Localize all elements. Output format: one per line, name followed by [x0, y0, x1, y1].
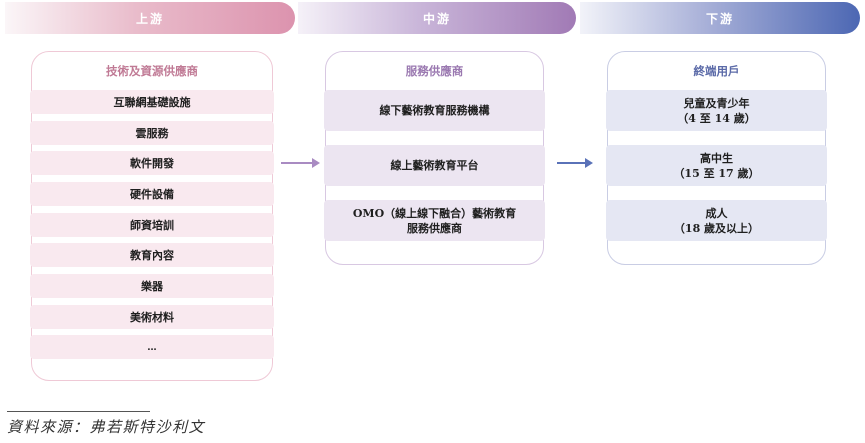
- item-line1: 兒童及青少年: [683, 96, 750, 110]
- list-item: 雲服務: [30, 121, 274, 145]
- arrow-right-icon: [557, 158, 593, 168]
- item-line1: 高中生: [700, 151, 733, 165]
- item-line1: 線下藝術教育服務機構: [379, 104, 490, 117]
- stage-label: 中游: [422, 11, 451, 26]
- item-line2: （4 至 14 歲）: [677, 111, 756, 125]
- stage-header-midstream: 中游: [298, 2, 581, 34]
- list-item: 高中生 （15 至 17 歲）: [606, 145, 827, 186]
- list-item-more: ...: [30, 335, 274, 359]
- item-line2: （18 歲及以上）: [673, 221, 760, 235]
- item-line1: 成人: [705, 206, 728, 220]
- upstream-panel: 技術及資源供應商 互聯網基礎設施 雲服務 軟件開發 硬件設備 師資培訓 教育內容…: [30, 51, 274, 381]
- stage-label: 下游: [705, 11, 734, 26]
- list-item: 美術材料: [30, 305, 274, 329]
- list-item: OMO（線上線下融合）藝術教育 服務供應商: [324, 200, 545, 241]
- panel-title: 服務供應商: [405, 64, 464, 78]
- item-line1: 線上藝術教育平台: [390, 159, 479, 172]
- stage-header-downstream: 下游: [580, 2, 865, 34]
- stage-header-upstream: 上游: [5, 2, 300, 34]
- list-item: 軟件開發: [30, 151, 274, 175]
- panel-title: 終端用戶: [693, 64, 740, 78]
- downstream-panel: 終端用戶 兒童及青少年 （4 至 14 歲） 高中生 （15 至 17 歲） 成…: [606, 51, 827, 265]
- list-item: 線上藝術教育平台: [324, 145, 545, 186]
- list-item: 硬件設備: [30, 182, 274, 206]
- midstream-panel: 服務供應商 線下藝術教育服務機構 線上藝術教育平台 OMO（線上線下融合）藝術教…: [324, 51, 545, 265]
- list-item: 成人 （18 歲及以上）: [606, 200, 827, 241]
- list-item: 線下藝術教育服務機構: [324, 90, 545, 131]
- arrow-right-icon: [281, 158, 320, 168]
- list-item: 兒童及青少年 （4 至 14 歲）: [606, 90, 827, 131]
- source-divider: [7, 411, 150, 412]
- item-line1: OMO（線上線下融合）藝術教育: [352, 206, 517, 220]
- list-item: 教育內容: [30, 243, 274, 267]
- list-item: 互聯網基礎設施: [30, 90, 274, 114]
- list-item: 樂器: [30, 274, 274, 298]
- item-line2: （15 至 17 歲）: [673, 166, 760, 180]
- stage-label: 上游: [135, 11, 164, 26]
- source-note: 資料來源：弗若斯特沙利文: [7, 418, 206, 436]
- panel-title: 技術及資源供應商: [106, 64, 198, 78]
- item-line2: 服務供應商: [407, 221, 462, 235]
- list-item: 師資培訓: [30, 213, 274, 237]
